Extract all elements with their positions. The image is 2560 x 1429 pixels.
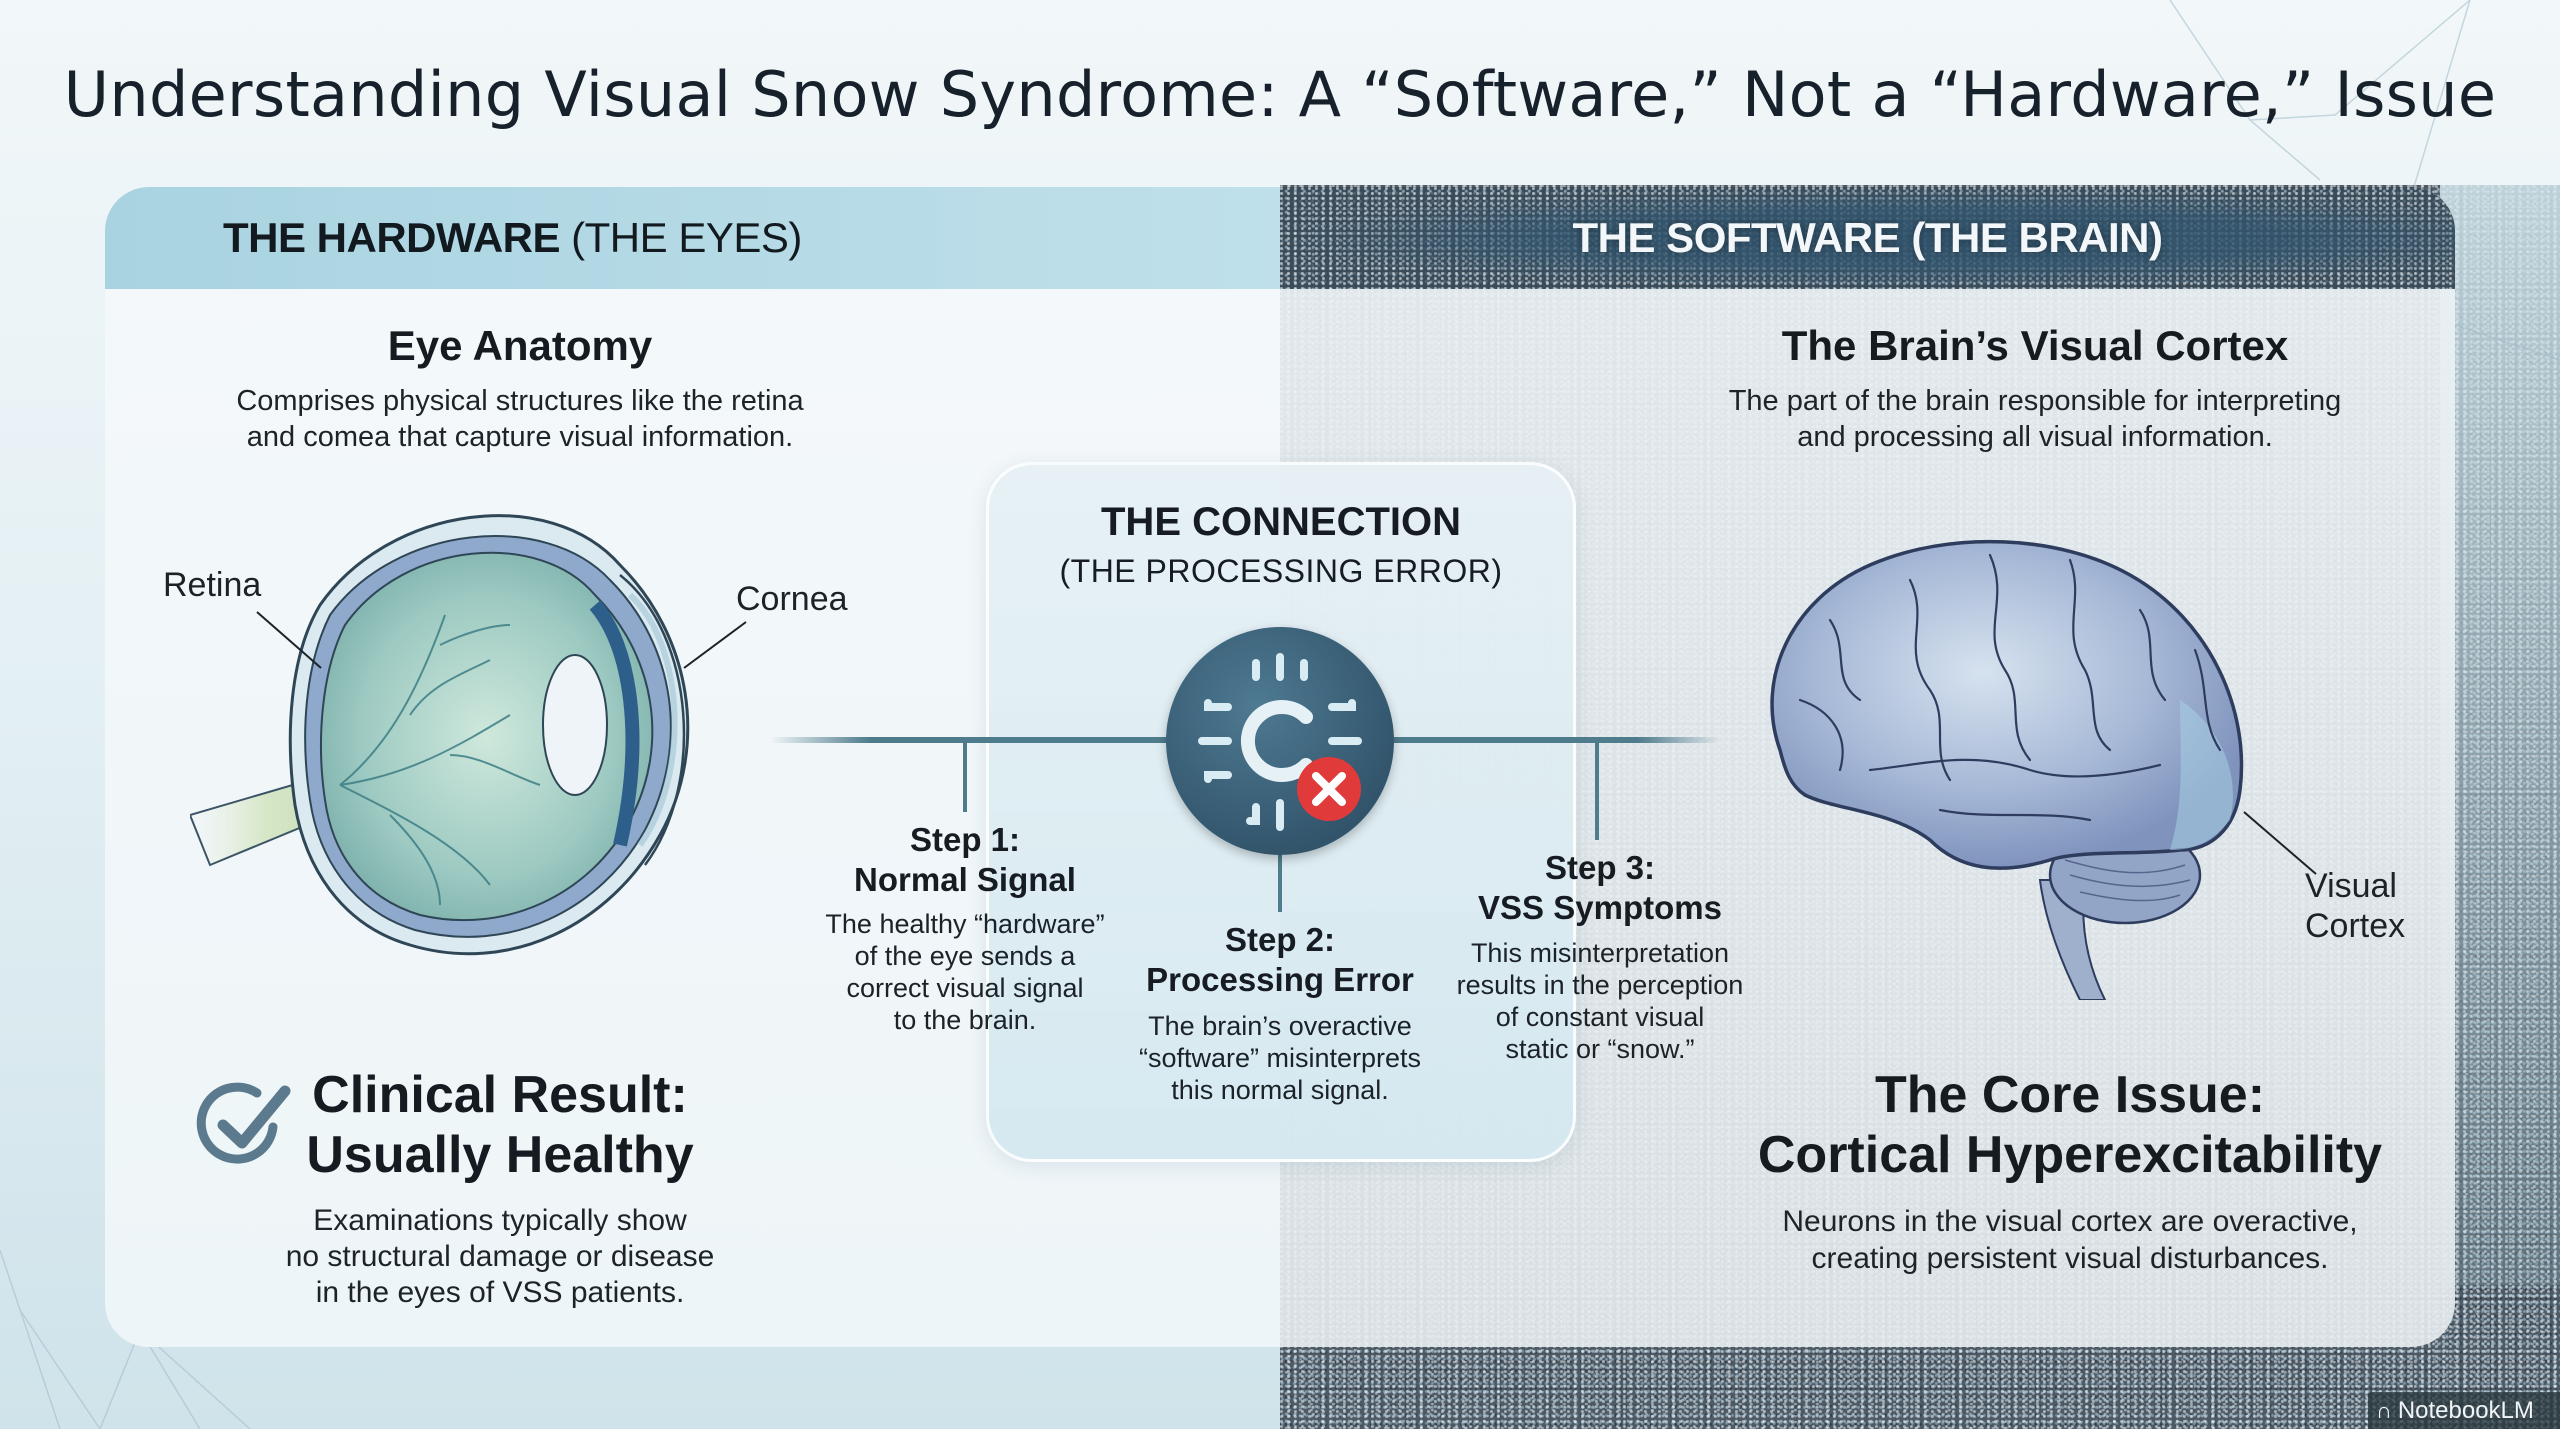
hardware-header: THE HARDWARE (THE EYES)	[105, 187, 1280, 289]
clinical-result-title: Clinical Result: Usually Healthy	[306, 1066, 694, 1184]
eye-anatomy-title: Eye Anatomy	[387, 322, 653, 369]
visual-cortex-title: The Brain’s Visual Cortex	[1781, 322, 2289, 369]
check-circle-icon	[196, 1082, 291, 1164]
connector-line-right	[1390, 737, 1720, 743]
eye-anatomy-desc: Comprises physical structures like the r…	[236, 385, 804, 453]
cornea-pointer	[683, 621, 747, 669]
static-fade	[2440, 185, 2560, 1285]
step3-title: Step 3: VSS Symptoms	[1478, 849, 1722, 926]
retina-label: Retina	[163, 566, 262, 604]
step2-connector	[1278, 852, 1282, 912]
step1-connector	[963, 740, 967, 812]
step2-desc: The brain’s overactive “software” misint…	[1138, 1011, 1422, 1105]
connector-line-left	[770, 737, 1170, 743]
visual-cortex-desc: The part of the brain responsible for in…	[1728, 385, 2342, 453]
page-title: Understanding Visual Snow Syndrome: A “S…	[63, 58, 2497, 131]
core-issue-title: The Core Issue: Cortical Hyperexcitabili…	[1757, 1066, 2383, 1184]
visual-cortex-label: Visual Cortex	[2305, 867, 2406, 945]
brain-illustration	[1770, 539, 2244, 1000]
processing-error-icon	[1166, 627, 1394, 855]
software-header-text: THE SOFTWARE (THE BRAIN)	[1572, 214, 2163, 261]
eye-illustration	[190, 514, 690, 956]
hardware-header-rest: (THE EYES)	[560, 214, 802, 261]
connection-subtitle: (THE PROCESSING ERROR)	[1059, 553, 1503, 589]
watermark-label: NotebookLM	[2397, 1397, 2534, 1424]
clinical-result-desc: Examinations typically show no structura…	[285, 1204, 715, 1309]
cornea-label: Cornea	[736, 580, 848, 618]
notebooklm-watermark: ∩NotebookLM	[2368, 1392, 2560, 1429]
step1-title: Step 1: Normal Signal	[854, 821, 1076, 898]
notebooklm-logo-icon: ∩	[2376, 1398, 2392, 1423]
core-issue-desc: Neurons in the visual cortex are overact…	[1782, 1205, 2358, 1275]
step2-title: Step 2: Processing Error	[1146, 921, 1414, 998]
step3-connector	[1595, 740, 1599, 840]
software-header: THE SOFTWARE (THE BRAIN)	[1280, 187, 2455, 289]
hardware-header-bold: THE HARDWARE	[223, 214, 561, 261]
step3-desc: This misinterpretation results in the pe…	[1456, 938, 1744, 1064]
step1-desc: The healthy “hardware” of the eye sends …	[825, 909, 1105, 1035]
connection-title: THE CONNECTION	[1101, 500, 1461, 544]
visual-cortex-pointer	[2243, 811, 2317, 875]
retina-pointer	[256, 611, 322, 669]
